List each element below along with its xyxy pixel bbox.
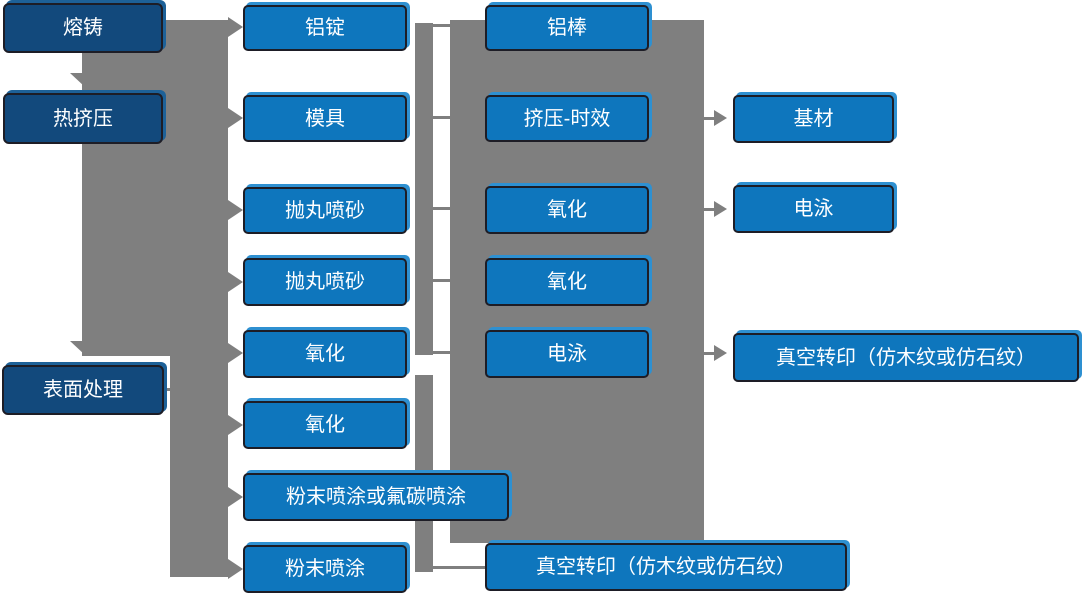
tie-line — [432, 351, 451, 354]
tie-line — [432, 566, 488, 569]
tie-line — [432, 116, 451, 119]
node-mold: 模具 — [243, 95, 407, 142]
arrow-line — [703, 352, 715, 355]
node-shot-blasting-2: 抛丸喷砂 — [243, 258, 407, 306]
arrow-down-icon — [70, 73, 100, 87]
arrow-right-icon — [714, 345, 727, 361]
arrow-right-icon — [228, 343, 243, 363]
arrow-right-icon — [228, 272, 243, 292]
arrow-right-icon — [714, 201, 727, 217]
node-oxidation-4: 氧化 — [485, 258, 649, 306]
branch-trunk-bar-left — [170, 20, 228, 577]
arrow-right-icon — [228, 487, 243, 507]
node-oxidation-2: 氧化 — [243, 401, 407, 449]
node-shot-blasting-1: 抛丸喷砂 — [243, 187, 407, 234]
arrow-right-icon — [228, 108, 243, 128]
node-surface-treatment: 表面处理 — [2, 365, 164, 415]
node-electrophoresis-1: 电泳 — [485, 330, 649, 378]
node-oxidation-3: 氧化 — [485, 186, 649, 234]
node-melting-casting: 熔铸 — [3, 3, 163, 53]
arrow-right-icon — [228, 559, 243, 579]
arrow-down-icon — [70, 341, 100, 355]
stage-stub-line — [163, 388, 179, 391]
node-vacuum-transfer-bottom: 真空转印（仿木纹或仿石纹） — [485, 543, 847, 591]
tie-line — [432, 24, 451, 27]
arrow-right-icon — [228, 415, 243, 435]
arrow-right-icon — [228, 200, 243, 220]
node-aluminum-rod: 铝棒 — [485, 5, 649, 51]
arrow-line — [703, 117, 715, 120]
arrow-line — [703, 208, 715, 211]
tie-line — [432, 279, 451, 282]
mid-connector-bar-upper — [415, 23, 433, 355]
stage-flow-bar — [82, 20, 170, 356]
node-base-material: 基材 — [733, 95, 894, 143]
node-extrusion-aging: 挤压-时效 — [485, 95, 649, 142]
arrow-right-icon — [228, 17, 243, 37]
node-aluminum-ingot: 铝锭 — [243, 5, 407, 51]
node-hot-extrusion: 热挤压 — [3, 93, 163, 144]
node-oxidation-1: 氧化 — [243, 330, 407, 378]
node-vacuum-transfer-right: 真空转印（仿木纹或仿石纹） — [733, 333, 1079, 382]
arrow-right-icon — [714, 110, 727, 126]
node-powder-or-fluorocarbon: 粉末喷涂或氟碳喷涂 — [243, 473, 509, 521]
tie-line — [432, 207, 451, 210]
node-powder-coating: 粉末喷涂 — [243, 545, 407, 593]
node-electrophoresis-2: 电泳 — [733, 185, 894, 233]
